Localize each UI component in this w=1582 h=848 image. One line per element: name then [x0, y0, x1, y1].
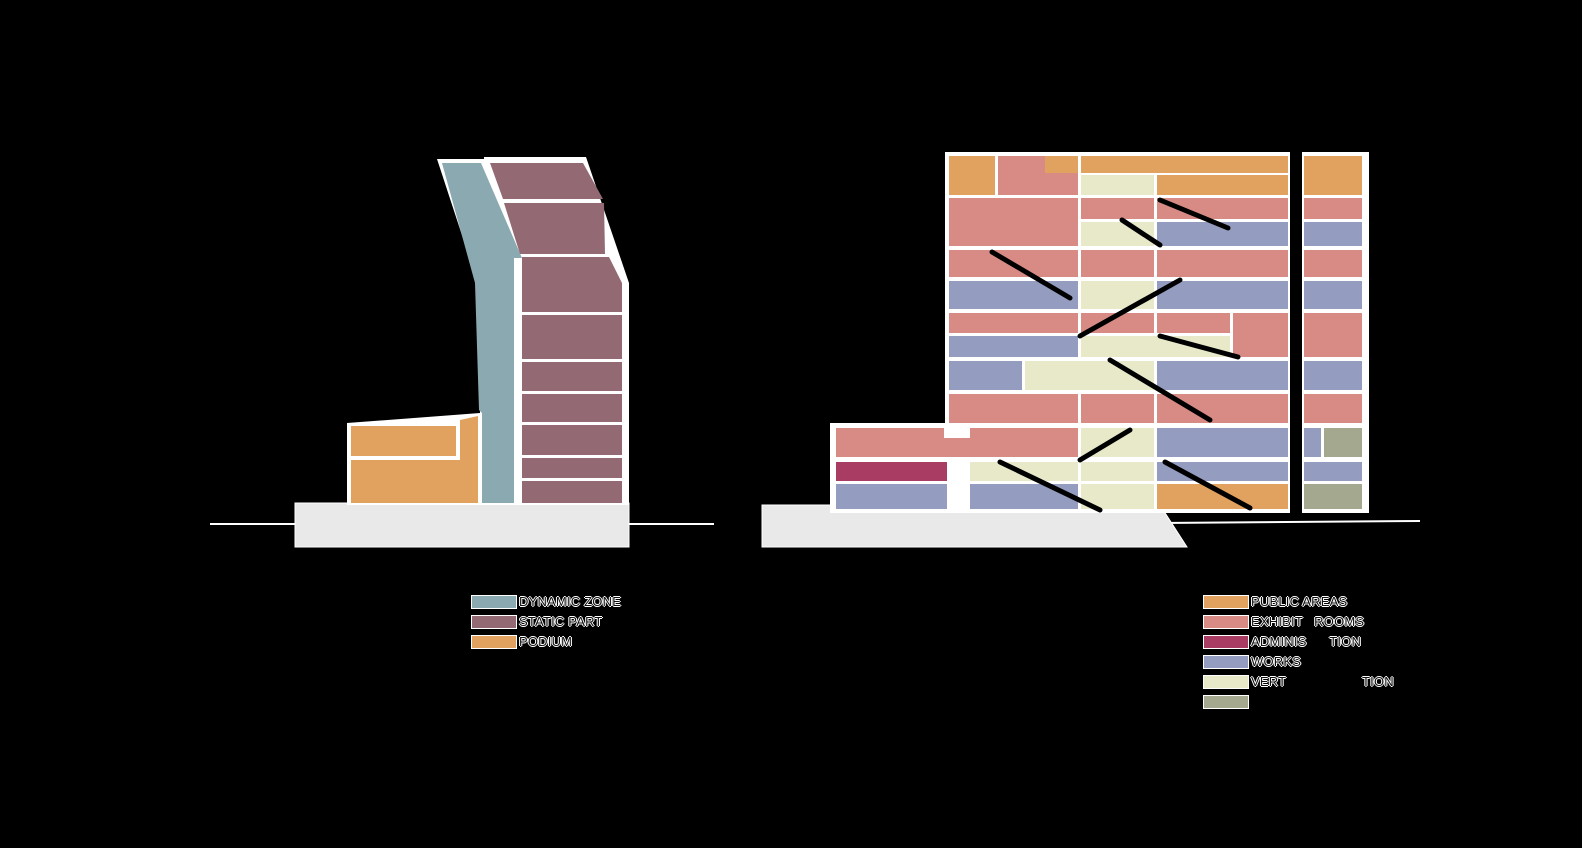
- vertical-circulation: [1081, 175, 1154, 195]
- workshop: [1304, 462, 1362, 481]
- exhibition-room: [970, 428, 1078, 457]
- legend-swatch: [1203, 635, 1249, 649]
- legend-label: WORKS: [1251, 654, 1302, 669]
- ramp: [989, 249, 1073, 301]
- static-floor: [522, 257, 622, 312]
- technical-room: [1304, 484, 1362, 509]
- legend-swatch: [471, 635, 517, 649]
- ramp: [1119, 217, 1163, 248]
- workshop: [1157, 361, 1288, 390]
- workshop: [949, 281, 1078, 309]
- public-area: [949, 156, 995, 195]
- public-area: [1045, 156, 1078, 173]
- legend-label: DYNAMIC ZONE: [519, 594, 622, 609]
- exhibition-room: [949, 313, 1078, 333]
- static-floor: [522, 362, 622, 391]
- legend-swatch: [1203, 695, 1249, 709]
- legend-swatch: [1203, 595, 1249, 609]
- ramp: [1157, 333, 1241, 360]
- right-section: [761, 152, 1421, 548]
- workshop: [1304, 281, 1362, 309]
- legend-label: EXHIBIT ROOMS: [1251, 614, 1365, 629]
- exhibition-room: [1081, 198, 1154, 219]
- static-floor: [522, 315, 622, 359]
- exhibition-room: [1304, 198, 1362, 219]
- left-section: [210, 157, 714, 548]
- static-floor: [504, 203, 605, 254]
- ramp: [1077, 427, 1133, 463]
- vertical-circulation: [1081, 462, 1154, 481]
- static-floor: [490, 163, 603, 199]
- technical-room: [1324, 428, 1362, 457]
- workshop: [949, 336, 1078, 357]
- legend-label: STATIC PART: [519, 614, 603, 629]
- public-area: [1157, 175, 1288, 195]
- ramp: [1162, 459, 1253, 511]
- public-area: [1304, 156, 1362, 195]
- legend-swatch: [1203, 615, 1249, 629]
- ramp: [1107, 357, 1213, 423]
- exhibition-room: [1304, 313, 1362, 357]
- workshop: [1157, 281, 1288, 309]
- exhibition-room: [1157, 250, 1288, 277]
- legend-label: PODIUM: [519, 634, 573, 649]
- legend-label: ADMINIS TION: [1251, 634, 1362, 649]
- legend-label: VERT TION: [1251, 674, 1394, 689]
- workshop: [836, 484, 947, 509]
- building-gap: [1290, 152, 1302, 514]
- workshop: [970, 484, 1078, 509]
- exhibition-room: [836, 428, 944, 457]
- exhibition-room: [944, 438, 970, 457]
- legend-swatch: [1203, 655, 1249, 669]
- workshop: [1304, 428, 1321, 457]
- right-legend: PUBLIC AREAS EXHIBIT ROOMS ADMINIS TION …: [1203, 594, 1443, 715]
- static-floor: [522, 394, 622, 422]
- legend-swatch: [471, 615, 517, 629]
- ramps: [989, 197, 1253, 513]
- ramp: [1157, 197, 1231, 231]
- exhibition-room: [949, 198, 1078, 246]
- public-area: [1081, 156, 1288, 173]
- workshop: [1304, 361, 1362, 390]
- podium-block: [351, 416, 478, 503]
- ramp: [997, 459, 1103, 513]
- exhibition-room: [1304, 250, 1362, 277]
- left-legend: DYNAMIC ZONE STATIC PART PODIUM: [471, 594, 671, 655]
- exhibition-room: [1304, 394, 1362, 423]
- exhibition-room: [1157, 313, 1230, 333]
- exhibition-room: [1081, 394, 1154, 423]
- administration: [836, 462, 947, 481]
- legend-swatch: [1203, 675, 1249, 689]
- static-floor: [522, 425, 622, 455]
- ground-line-right: [1159, 520, 1421, 524]
- exhibition-room: [1233, 313, 1288, 357]
- dynamic-zone: [442, 163, 522, 503]
- legend-label: PUBLIC AREAS: [1251, 594, 1348, 609]
- exhibition-room: [949, 394, 1078, 423]
- ramp: [1077, 277, 1183, 339]
- static-floor: [522, 458, 622, 478]
- workshop: [1157, 428, 1288, 457]
- static-part: [490, 163, 622, 503]
- workshop: [949, 361, 1022, 390]
- foundation-left: [294, 502, 630, 548]
- static-floor: [522, 481, 622, 503]
- vertical-circulation: [1081, 336, 1230, 357]
- exhibition-room: [1081, 250, 1154, 277]
- podium: [351, 416, 478, 503]
- workshop: [1304, 222, 1362, 246]
- vertical-circulation: [1081, 281, 1154, 309]
- public-area: [1157, 484, 1288, 509]
- workshop: [1157, 462, 1288, 481]
- podium-block: [351, 426, 456, 456]
- legend-swatch: [471, 595, 517, 609]
